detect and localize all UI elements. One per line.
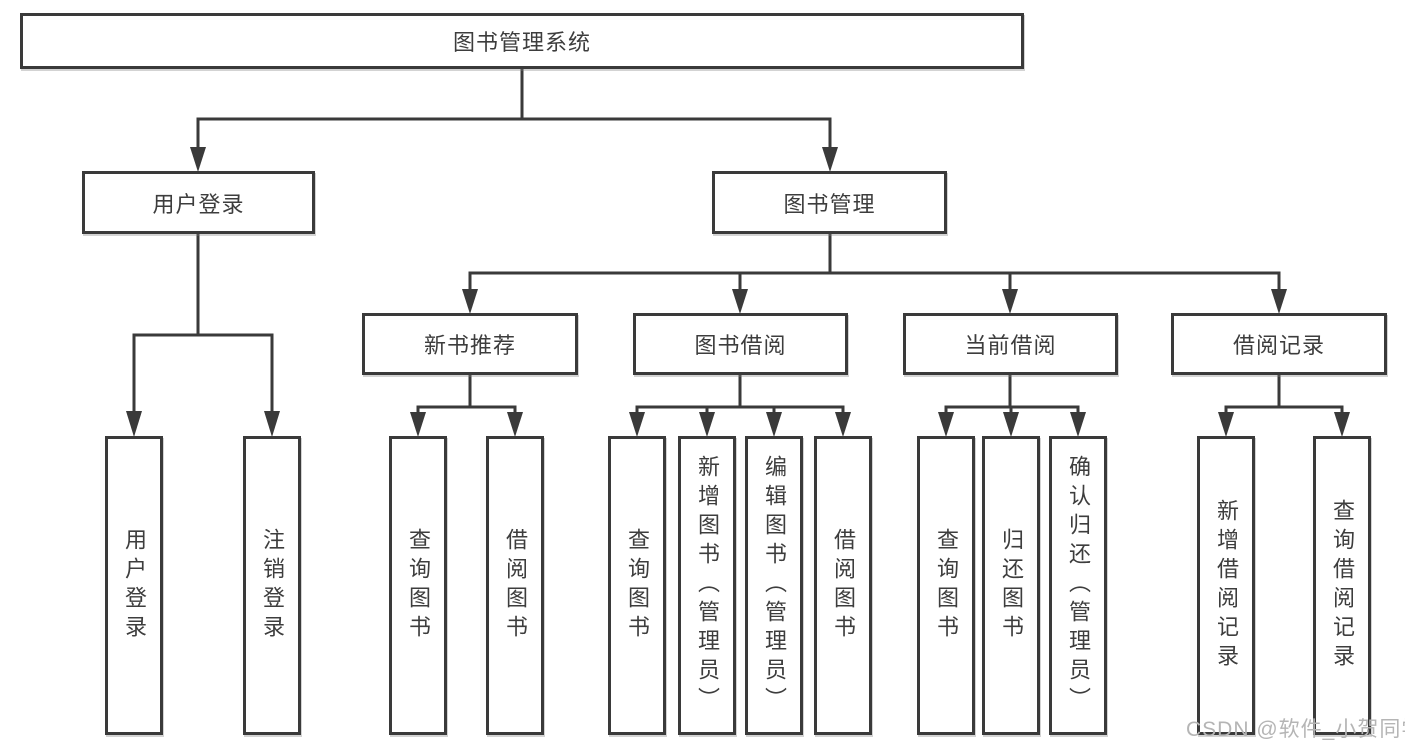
arrowhead [938, 412, 954, 437]
arrowhead [835, 412, 851, 437]
arrowhead [1271, 289, 1287, 314]
leaf-nbr-query-book: 查询图书 [389, 436, 447, 735]
leaf-br-add-record: 新增借阅记录 [1197, 436, 1255, 735]
arrowhead [264, 411, 280, 437]
arrowhead [410, 412, 426, 437]
leaf-cb-query-book: 查询图书 [917, 436, 975, 735]
connector-book-borrow-children [629, 375, 851, 437]
node-book-borrow: 图书借阅 [633, 313, 848, 375]
arrowhead [126, 411, 142, 437]
node-user-login-label: 用户登录 [152, 191, 245, 217]
node-user-login: 用户登录 [82, 171, 315, 234]
arrowhead [766, 412, 782, 437]
arrowhead [1070, 412, 1086, 437]
arrowhead [699, 412, 715, 437]
connector-root-to-level2 [190, 69, 838, 172]
arrowhead [507, 412, 523, 437]
leaf-nbr-borrow-book: 借阅图书 [486, 436, 544, 735]
leaf-user-login: 用户登录 [105, 436, 163, 735]
arrowhead [1218, 412, 1234, 437]
node-root: 图书管理系统 [20, 13, 1024, 69]
arrowhead [732, 289, 748, 314]
leaf-cb-return-book: 归还图书 [982, 436, 1040, 735]
leaf-bb-edit-book-admin: 编辑图书（管理员） [745, 436, 803, 735]
arrowhead [822, 147, 838, 172]
arrowhead [1002, 289, 1018, 314]
node-new-book-recommend: 新书推荐 [362, 313, 578, 375]
connector-book-mgmt-to-level3 [462, 234, 1287, 314]
leaf-bb-borrow-book: 借阅图书 [814, 436, 872, 735]
node-borrow-records: 借阅记录 [1171, 313, 1387, 375]
leaf-logout: 注销登录 [243, 436, 301, 735]
arrowhead [462, 289, 478, 314]
arrowhead [629, 412, 645, 437]
connector-new-book-recommend-children [410, 375, 523, 437]
connector-borrow-records-children [1218, 375, 1350, 437]
node-book-mgmt-label: 图书管理 [783, 191, 876, 217]
leaf-bb-query-book: 查询图书 [608, 436, 666, 735]
connector-current-borrow-children [938, 375, 1086, 437]
node-root-label: 图书管理系统 [452, 30, 591, 55]
watermark: CSDN @软件_小贺同学 [1186, 718, 1405, 741]
leaf-cb-confirm-return-admin: 确认归还（管理员） [1049, 436, 1107, 735]
node-book-mgmt: 图书管理 [712, 171, 947, 234]
arrowhead [1003, 412, 1019, 437]
node-current-borrow: 当前借阅 [903, 313, 1118, 375]
leaf-bb-add-book-admin: 新增图书（管理员） [678, 436, 736, 735]
arrowhead [190, 147, 206, 172]
arrowhead [1334, 412, 1350, 437]
leaf-br-query-record: 查询借阅记录 [1313, 436, 1371, 735]
connector-user-login-children [126, 234, 280, 437]
